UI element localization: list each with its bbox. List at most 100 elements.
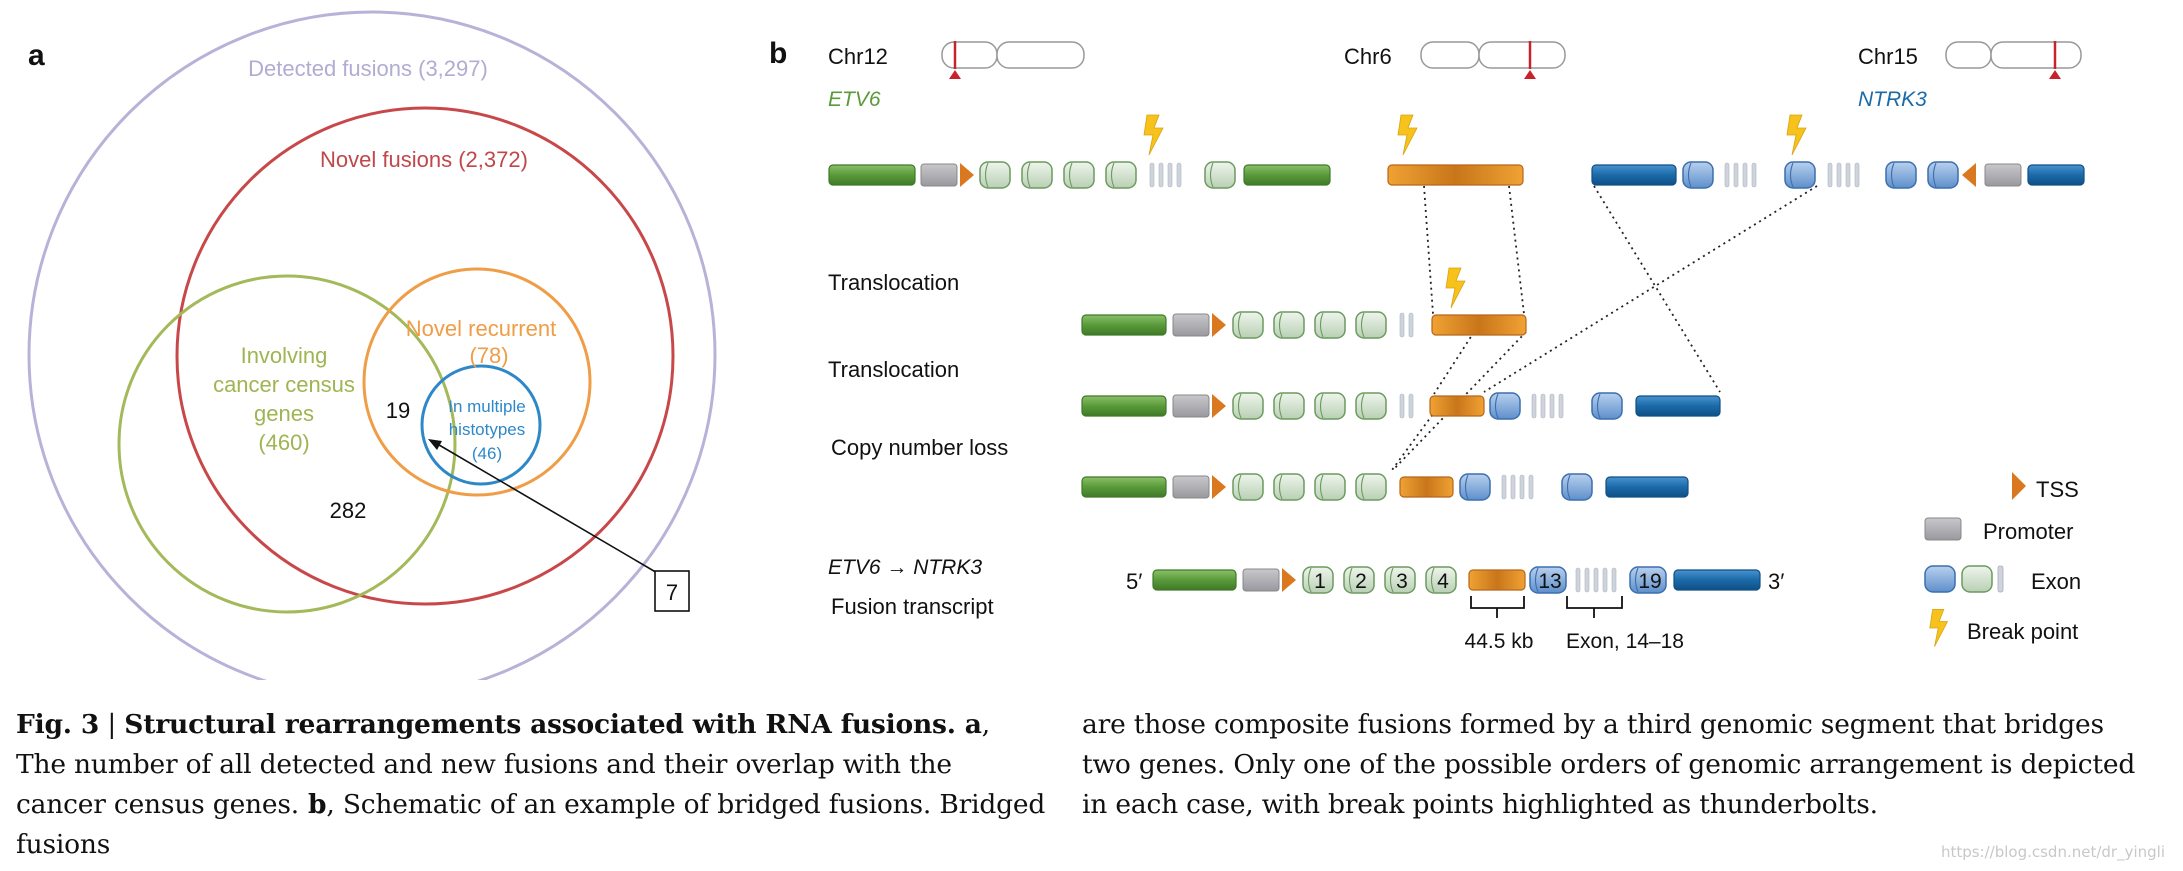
chr6-ideogram: Chr6 <box>1344 41 1566 79</box>
tss-arrow <box>1282 568 1296 592</box>
chr12-ideogram: Chr12 ETV6 <box>828 41 1085 111</box>
intron-gap <box>1399 393 1405 419</box>
tss-arrow <box>1212 475 1226 499</box>
caption-fig-number: Fig. 3 <box>16 709 100 740</box>
ntrk3-exon <box>1459 473 1491 501</box>
ntrk3-segment <box>1635 395 1721 417</box>
fusion-exon-edge <box>1389 567 1394 593</box>
row-label-translocation-2: Translocation <box>828 357 959 382</box>
count-7: 7 <box>666 580 678 605</box>
break-point-bolt-icon <box>1397 114 1418 156</box>
etv6-exon <box>1232 392 1264 420</box>
intron-gap <box>1149 162 1155 188</box>
fusion-exon-number: 4 <box>1437 570 1449 593</box>
etv6-exon-edge <box>1237 393 1242 419</box>
etv6-exon-edge <box>1026 162 1031 188</box>
etv6-gene-label: ETV6 <box>828 88 881 111</box>
legend-tss-icon <box>2012 472 2026 500</box>
intron-gap <box>1751 162 1757 188</box>
fusion-exon-edge <box>1348 567 1353 593</box>
fusion-exon-number: 1 <box>1314 570 1326 593</box>
count-282: 282 <box>330 498 367 523</box>
five-prime-label: 5′ <box>1126 569 1142 594</box>
row-label-translocation-1: Translocation <box>828 270 959 295</box>
legend-break-point-label: Break point <box>1967 619 2078 644</box>
intron-gap <box>1158 162 1164 188</box>
row-label-fusion-genes: ETV6 → NTRK3 <box>828 556 982 579</box>
intron-gap <box>1845 162 1851 188</box>
fusion-exon <box>1343 566 1375 594</box>
fusion-exon-number: 19 <box>1638 570 1661 593</box>
connector <box>1483 185 1818 393</box>
connector <box>1391 409 1437 471</box>
etv6-exon-edge <box>1068 162 1073 188</box>
promoter-box <box>1984 163 2022 187</box>
intron-gap <box>1733 162 1739 188</box>
tss-arrow <box>1212 313 1226 337</box>
legend-promoter-icon <box>1924 517 1962 541</box>
cancer-census-label-4: (460) <box>258 430 309 455</box>
tss-arrow <box>1962 163 1976 187</box>
intron-gap <box>1167 162 1173 188</box>
ntrk3-exon <box>1489 392 1521 420</box>
fusion-exon-number: 3 <box>1396 570 1408 593</box>
etv6-exon-edge <box>1360 312 1365 338</box>
chr12-marker <box>949 70 961 79</box>
ntrk3-exon-edge <box>1789 162 1794 188</box>
etv6-exon <box>1355 311 1387 339</box>
intron-gap <box>1408 312 1414 338</box>
caption-text-b: , Schematic of an example of bridged fus… <box>16 789 1046 860</box>
chr6-label: Chr6 <box>1344 44 1392 69</box>
intron-gap <box>1528 474 1534 500</box>
etv6-exon <box>1273 311 1305 339</box>
cancer-census-label-3: genes <box>254 401 314 426</box>
intron-gap <box>1549 393 1555 419</box>
intron-gap <box>1176 162 1182 188</box>
count-7-box <box>654 570 690 612</box>
ntrk3-exon <box>1591 392 1623 420</box>
etv6-exon-edge <box>1110 162 1115 188</box>
fusion-exon <box>1425 566 1457 594</box>
ntrk3-exon-edge <box>1464 474 1469 500</box>
etv6-exon-edge <box>1278 393 1283 419</box>
count-7-arrowhead <box>428 439 442 450</box>
chr6-segment <box>1387 164 1524 186</box>
etv6-exon-edge <box>1319 312 1324 338</box>
ntrk3-segment <box>1605 476 1689 498</box>
etv6-exon <box>1232 311 1264 339</box>
intron-gap <box>1611 567 1617 593</box>
fusion-exon-number: 2 <box>1355 570 1367 593</box>
etv6-exon <box>1314 473 1346 501</box>
etv6-exon-edge <box>1278 474 1283 500</box>
chr15-label: Chr15 <box>1858 44 1918 69</box>
etv6-exon <box>1355 392 1387 420</box>
etv6-exon <box>1232 473 1264 501</box>
count-19: 19 <box>386 398 410 423</box>
multi-histotype-circle <box>420 364 542 486</box>
fusion-exon-19-edge <box>1634 567 1639 593</box>
legend-promoter-label: Promoter <box>1983 519 2073 544</box>
promoter-box <box>1172 313 1210 337</box>
etv6-exon-edge <box>1360 393 1365 419</box>
bracket-44kb <box>1470 596 1525 618</box>
etv6-segment <box>1081 476 1167 498</box>
figure-caption-left: Fig. 3 | Structural rearrangements assoc… <box>16 705 1046 865</box>
etv6-exon <box>1273 392 1305 420</box>
ntrk3-exon <box>1682 161 1714 189</box>
ntrk3-segment <box>2027 164 2085 186</box>
panel-b-schematic: b Chr12 ETV6 Chr6 Chr15 NTRK3 Translocat <box>769 37 2085 653</box>
panel-b-label: b <box>769 37 787 70</box>
ntrk3-gene-label: NTRK3 <box>1858 88 1927 111</box>
chr6-segment <box>1429 395 1485 417</box>
break-point-bolt-icon <box>1143 114 1164 156</box>
novel-recurrent-label-1: Novel recurrent <box>406 316 556 341</box>
cancer-census-label-2: cancer census <box>213 372 355 397</box>
fusion-exon <box>1302 566 1334 594</box>
promoter-box <box>1172 394 1210 418</box>
chr6-arm-p <box>1420 41 1480 69</box>
ntrk3-exon <box>1561 473 1593 501</box>
ntrk3-exon-edge <box>1932 162 1937 188</box>
novel-recurrent-circle <box>362 267 592 497</box>
etv6-exon-edge <box>1237 312 1242 338</box>
etv6-exon-edge <box>1209 162 1214 188</box>
